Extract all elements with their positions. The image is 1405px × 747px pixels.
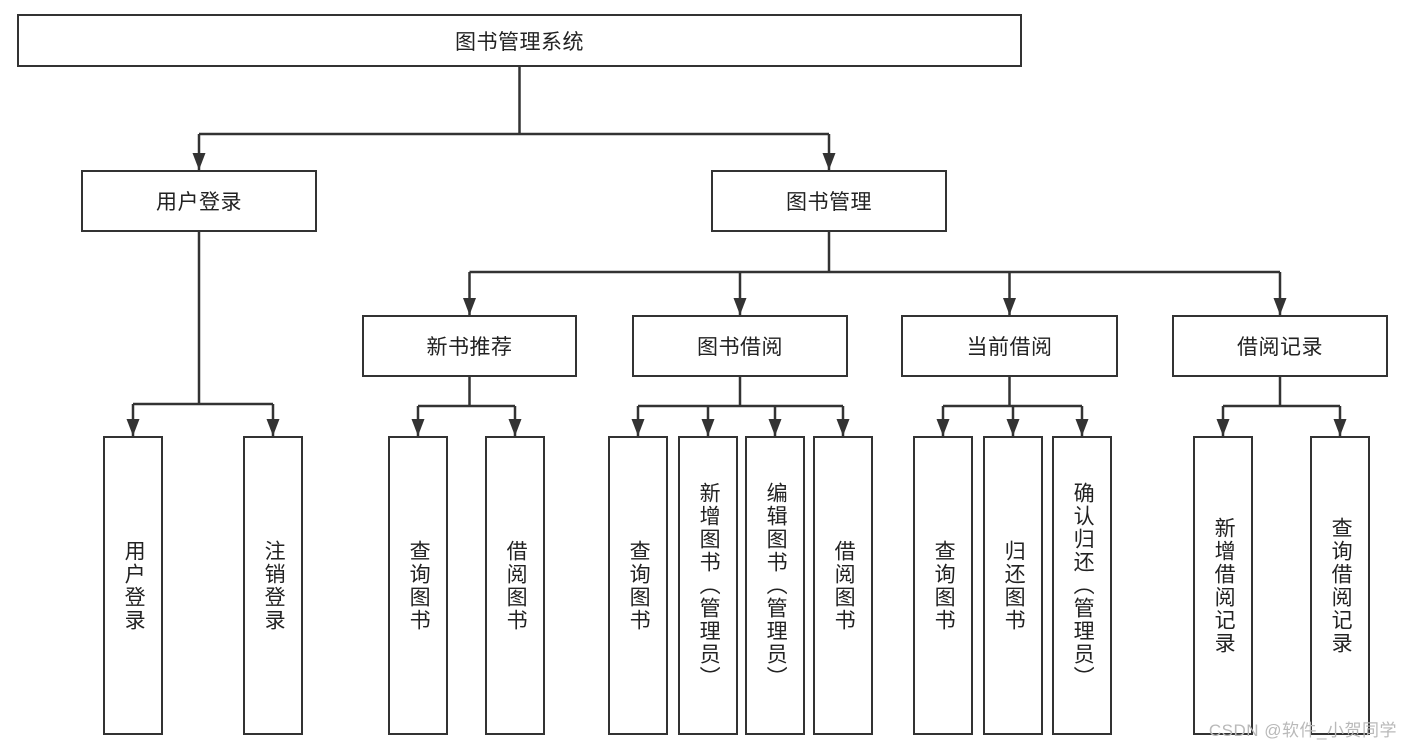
connector-arrowhead (701, 419, 715, 436)
connector-arrowhead (836, 419, 850, 436)
connector-arrowhead (631, 419, 645, 436)
node-leaf-borrow-2[interactable]: 新增图书（管理员） (678, 436, 738, 735)
connector-arrowhead (768, 419, 782, 436)
node-l2-login[interactable]: 用户登录 (81, 170, 317, 232)
connector-arrowhead (1006, 419, 1020, 436)
node-leaf-new-1[interactable]: 查询图书 (388, 436, 448, 735)
node-label: 查询借阅记录 (1329, 516, 1353, 655)
node-leaf-borrow-3[interactable]: 编辑图书（管理员） (745, 436, 805, 735)
node-l2-book[interactable]: 图书管理 (711, 170, 947, 232)
connector-arrowhead (1003, 298, 1016, 315)
watermark-label: CSDN @软件_小贺同学 (1208, 721, 1397, 740)
connector-arrowhead (411, 419, 425, 436)
node-label: 查询图书 (932, 539, 956, 632)
connector-arrowhead (266, 419, 280, 436)
node-label: 注销登录 (262, 539, 286, 632)
node-label: 新增图书（管理员） (697, 482, 721, 689)
node-leaf-login-2[interactable]: 注销登录 (243, 436, 303, 735)
node-label: 新书推荐 (426, 336, 513, 359)
node-label: 用户登录 (156, 191, 242, 214)
node-leaf-borrow-1[interactable]: 查询图书 (608, 436, 668, 735)
node-label: 当前借阅 (966, 336, 1053, 359)
node-label: 查询图书 (407, 539, 431, 632)
node-l3-current[interactable]: 当前借阅 (901, 315, 1118, 377)
node-leaf-current-3[interactable]: 确认归还（管理员） (1052, 436, 1112, 735)
node-leaf-record-2[interactable]: 查询借阅记录 (1310, 436, 1370, 735)
node-leaf-current-2[interactable]: 归还图书 (983, 436, 1043, 735)
connector-arrowhead (1273, 298, 1287, 315)
node-leaf-login-1[interactable]: 用户登录 (103, 436, 163, 735)
connector-arrowhead (1333, 419, 1347, 436)
node-leaf-current-1[interactable]: 查询图书 (913, 436, 973, 735)
node-label: 确认归还（管理员） (1071, 482, 1095, 689)
connector-arrowhead (733, 298, 747, 315)
connector-arrowhead (822, 153, 836, 170)
node-label: 借阅图书 (504, 539, 528, 632)
node-label: 归还图书 (1002, 539, 1026, 632)
connector-arrowhead (936, 419, 950, 436)
node-leaf-new-2[interactable]: 借阅图书 (485, 436, 545, 735)
node-root[interactable]: 图书管理系统 (17, 14, 1022, 67)
connector-arrowhead (508, 419, 522, 436)
node-label: 图书管理系统 (455, 30, 584, 54)
node-l3-record[interactable]: 借阅记录 (1172, 315, 1388, 377)
node-label: 新增借阅记录 (1212, 516, 1236, 655)
node-leaf-borrow-4[interactable]: 借阅图书 (813, 436, 873, 735)
connector-arrowhead (192, 153, 206, 170)
connector-arrowhead (1075, 419, 1089, 436)
node-label: 编辑图书（管理员） (764, 482, 788, 689)
node-leaf-record-1[interactable]: 新增借阅记录 (1193, 436, 1253, 735)
node-l3-new[interactable]: 新书推荐 (362, 315, 577, 377)
node-l3-borrow[interactable]: 图书借阅 (632, 315, 848, 377)
node-label: 用户登录 (122, 539, 146, 632)
connector-arrowhead (463, 298, 476, 315)
node-label: 图书管理 (786, 191, 872, 214)
connector-arrowhead (1216, 419, 1230, 436)
connector-arrowhead (126, 419, 140, 436)
node-label: 借阅记录 (1237, 336, 1323, 359)
node-label: 查询图书 (627, 539, 651, 632)
node-label: 图书借阅 (697, 336, 783, 359)
node-label: 借阅图书 (832, 539, 856, 632)
